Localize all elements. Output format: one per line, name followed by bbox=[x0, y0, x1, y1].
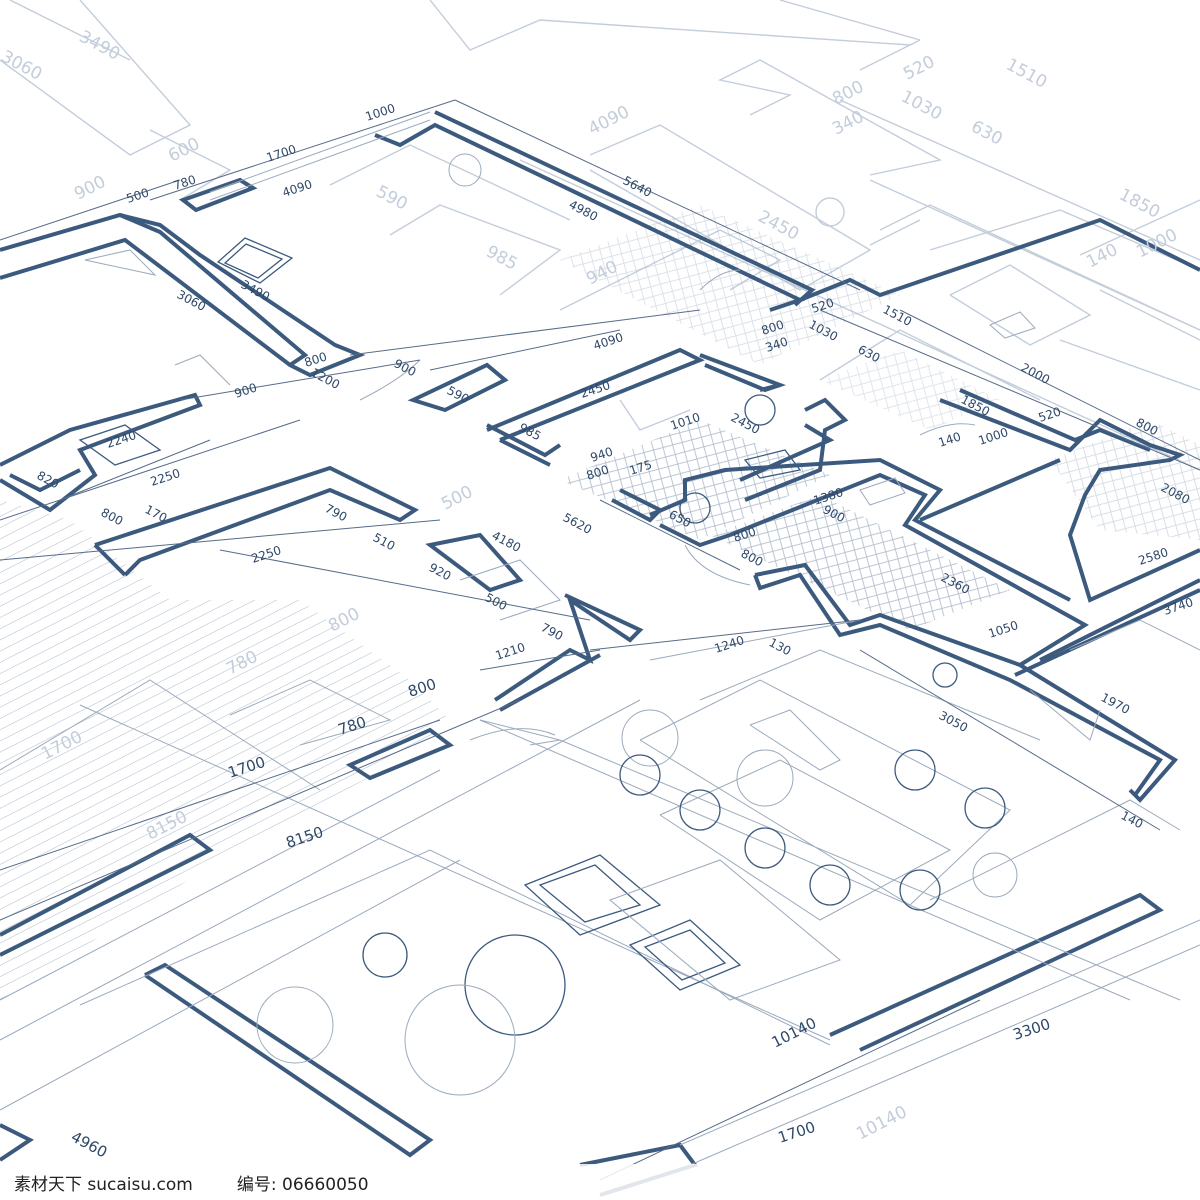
dimension-lines bbox=[0, 99, 1200, 1181]
dim-1000-b: 1000 bbox=[977, 425, 1010, 448]
dim-800-f: 800 bbox=[732, 524, 758, 544]
dim-8150: 8150 bbox=[284, 823, 326, 852]
ghost-590: 590 bbox=[373, 182, 411, 215]
dim-1700-c: 1700 bbox=[776, 1118, 818, 1147]
ghost-labels: 3490 3060 600 900 4090 520 1510 800 1030… bbox=[0, 27, 1181, 1145]
ghost-140: 140 bbox=[1083, 240, 1121, 273]
dim-130: 130 bbox=[767, 635, 794, 658]
dim-3300: 3300 bbox=[1011, 1015, 1053, 1044]
dim-800-d: 800 bbox=[99, 505, 126, 528]
ghost-500: 500 bbox=[438, 482, 476, 515]
watermark-site: 素材天下 sucaisu.com bbox=[14, 1174, 193, 1195]
dim-790: 790 bbox=[323, 501, 350, 524]
dim-4090: 4090 bbox=[281, 177, 314, 200]
dim-175: 175 bbox=[628, 457, 654, 477]
dim-2000: 2000 bbox=[1019, 360, 1053, 387]
dim-520-b: 520 bbox=[1037, 404, 1063, 424]
dim-340: 340 bbox=[764, 334, 790, 354]
dim-4090-b: 4090 bbox=[592, 330, 625, 353]
dim-900: 900 bbox=[392, 356, 419, 379]
dim-10140: 10140 bbox=[769, 1014, 820, 1052]
dim-1050: 1050 bbox=[987, 618, 1020, 641]
ghost-800b: 800 bbox=[325, 604, 363, 637]
walls bbox=[0, 110, 1200, 1197]
ghost-1850: 1850 bbox=[1116, 185, 1164, 223]
dim-2250: 2250 bbox=[149, 466, 182, 489]
watermark-number: 编号: 06660050 bbox=[236, 1174, 369, 1195]
watermark-bar: 素材天下 sucaisu.com 编号: 06660050 bbox=[0, 1164, 1200, 1200]
ghost-1510: 1510 bbox=[1003, 55, 1051, 93]
dim-790-b: 790 bbox=[539, 620, 566, 643]
dim-5640: 5640 bbox=[621, 173, 655, 200]
interior-lines bbox=[0, 111, 1200, 1166]
dim-2250-b: 2250 bbox=[250, 543, 283, 566]
fixtures bbox=[78, 153, 1036, 1096]
ghost-3490: 3490 bbox=[76, 27, 124, 65]
ghost-630: 630 bbox=[968, 117, 1006, 150]
ghost-900: 900 bbox=[71, 172, 109, 205]
dim-800-b: 800 bbox=[585, 462, 611, 482]
ghost-3060: 3060 bbox=[0, 47, 45, 85]
dim-1210: 1210 bbox=[494, 640, 527, 663]
dim-140: 140 bbox=[937, 429, 963, 449]
dim-780: 780 bbox=[172, 172, 198, 192]
dim-4960: 4960 bbox=[68, 1128, 110, 1162]
dim-3050: 3050 bbox=[937, 708, 971, 735]
dim-500: 500 bbox=[125, 185, 151, 205]
tile-hatch-areas bbox=[560, 205, 1200, 630]
ghost-340: 340 bbox=[829, 107, 867, 140]
ghost-4090: 4090 bbox=[585, 102, 633, 139]
dim-510: 510 bbox=[371, 530, 398, 553]
dim-1510: 1510 bbox=[881, 302, 915, 329]
dim-920: 920 bbox=[427, 560, 454, 583]
dim-800-e: 800 bbox=[406, 675, 439, 701]
ghost-600: 600 bbox=[165, 134, 203, 167]
dim-520: 520 bbox=[810, 295, 836, 315]
ghost-520: 520 bbox=[900, 52, 938, 85]
dim-140-b: 140 bbox=[1119, 808, 1146, 831]
ghost-800: 800 bbox=[829, 77, 867, 110]
dim-500-b: 500 bbox=[483, 590, 510, 613]
dim-1970: 1970 bbox=[1099, 690, 1133, 717]
dim-940: 940 bbox=[589, 444, 615, 464]
ghost-985: 985 bbox=[483, 242, 521, 275]
dim-800-c: 800 bbox=[303, 349, 329, 369]
ghost-10140: 10140 bbox=[853, 1102, 910, 1144]
dim-5620: 5620 bbox=[561, 510, 595, 537]
dim-1240: 1240 bbox=[713, 633, 746, 656]
dim-800: 800 bbox=[760, 317, 786, 337]
dim-2240: 2240 bbox=[105, 428, 138, 451]
dim-900-c: 900 bbox=[233, 380, 259, 400]
ghost-1030: 1030 bbox=[898, 87, 946, 125]
